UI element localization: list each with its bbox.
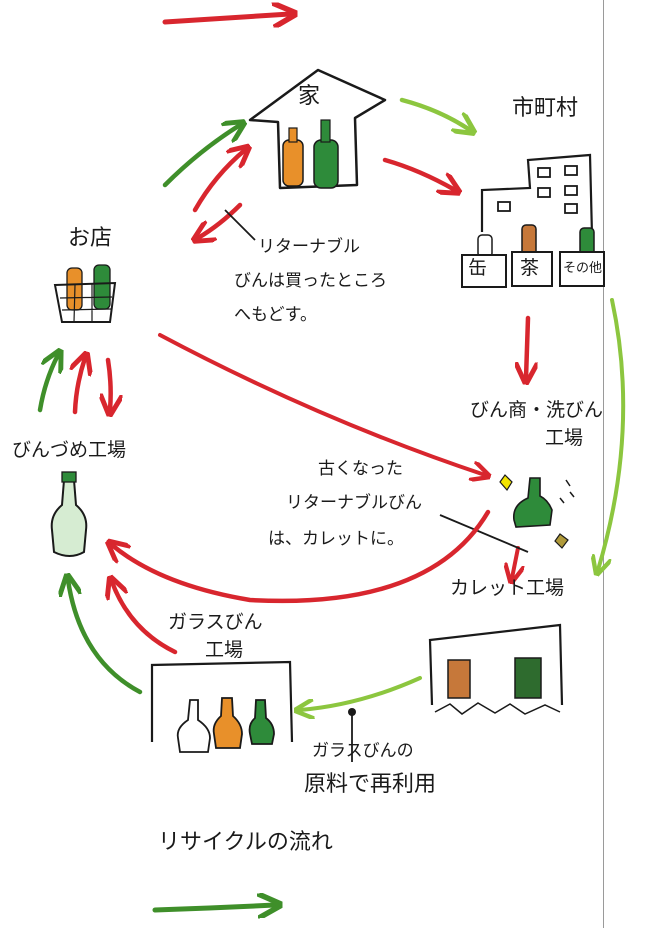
arrow-washing-to-bottling	[112, 509, 491, 604]
arrow-glass-to-bottling-red	[112, 582, 178, 655]
glass-factory-label-1: ガラスびん	[168, 611, 263, 633]
bottling-factory-label: びんづめ工場	[12, 439, 127, 461]
flow-arrows	[37, 97, 626, 762]
legend-red-arrow	[162, 14, 290, 22]
returnable-note-line1: リターナブル	[258, 237, 360, 257]
bin-label-1: 缶	[468, 257, 488, 279]
arrow-municipality-to-cullet	[598, 298, 626, 570]
legend-recycle-label: リサイクルの流れ	[158, 830, 333, 855]
shop-basket	[53, 281, 117, 323]
cullet-factory-label: カレット工場	[450, 577, 565, 599]
old-bottle-note-line2: リターナブルびん	[286, 493, 422, 513]
returnable-note-line2: びんは買ったところ	[234, 271, 387, 291]
house-green-bottle	[313, 139, 339, 189]
washing-factory-label-1: びん商・洗びん	[470, 399, 604, 421]
arrow-bottling-to-shop	[37, 355, 58, 413]
washing-factory-label-2: 工場	[545, 427, 584, 449]
arrow-shop-to-washing	[158, 333, 485, 475]
house-orange-bottle	[282, 139, 304, 187]
bin-box-3	[559, 251, 605, 287]
returnable-note-line3: へもどす。	[234, 305, 317, 325]
legend-green-arrow	[152, 905, 275, 910]
returnable-pointer	[224, 209, 256, 241]
scan-edge-line	[603, 0, 604, 928]
arrow-glass-to-bottling-green	[68, 580, 143, 695]
bin-box-1	[461, 254, 507, 288]
shop-label: お店	[68, 226, 113, 251]
bin-label-3: その他	[563, 261, 603, 276]
raw-material-note-line2: 原料で再利用	[304, 772, 437, 797]
washing-bottle	[499, 474, 575, 549]
shop-illustration	[53, 264, 117, 323]
bottling-bottle	[50, 471, 88, 557]
old-returnable-pointer	[439, 514, 529, 553]
old-bottle-note-line3: は、カレットに。	[268, 529, 404, 549]
glass-factory-label-2: 工場	[205, 639, 244, 661]
arrow-municipality-to-washing	[526, 315, 528, 378]
glass-factory-illustration	[150, 660, 294, 753]
raw-material-note-line1: ガラスびんの	[312, 741, 414, 761]
arrow-house-to-municipality-red	[382, 157, 455, 190]
house-illustration	[248, 68, 387, 190]
municipality-illustration	[461, 153, 605, 288]
house-label: 家	[298, 84, 321, 109]
arrow-bottling-to-shop-red	[75, 358, 85, 415]
bin-box-2	[511, 251, 553, 287]
old-bottle-note-line1: 古くなった	[318, 459, 403, 479]
municipality-label: 市町村	[512, 96, 579, 121]
bin-label-2: 茶	[520, 257, 540, 279]
cullet-factory-illustration	[428, 623, 564, 715]
arrow-house-to-municipality	[399, 97, 470, 130]
arrow-shop-to-house-red	[192, 150, 245, 213]
arrow-cullet-to-glass	[300, 676, 422, 710]
arrow-shop-to-house	[162, 125, 240, 188]
arrow-house-to-shop-return	[198, 202, 243, 238]
arrow-shop-to-bottling-red	[108, 357, 111, 410]
arrow-washing-to-cullet	[512, 546, 518, 578]
